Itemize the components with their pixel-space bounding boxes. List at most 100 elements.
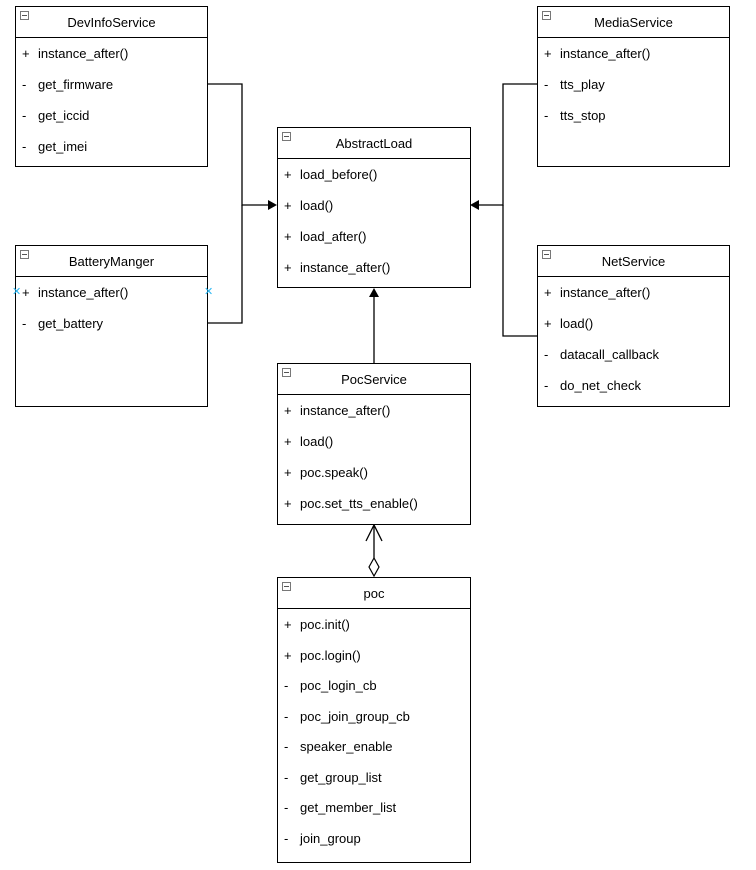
- member-name: load(): [300, 434, 334, 449]
- visibility-marker: +: [544, 46, 552, 61]
- class-title: BatteryManger: [68, 254, 155, 269]
- member-name: instance_after(): [300, 260, 391, 275]
- member-row[interactable]: + poc.set_tts_enable(): [278, 494, 470, 514]
- member-row[interactable]: -get_group_list: [278, 768, 470, 788]
- visibility-marker: +: [544, 316, 552, 331]
- member-row[interactable]: -tts_stop: [538, 106, 729, 126]
- collapse-icon[interactable]: [282, 132, 291, 141]
- collapse-icon[interactable]: [282, 368, 291, 377]
- member-row[interactable]: -join_group: [278, 829, 470, 849]
- class-title: DevInfoService: [67, 15, 156, 30]
- member-row[interactable]: +instance_after(): [16, 283, 207, 303]
- edge-battery-to-abstractload[interactable]: [207, 205, 243, 324]
- visibility-marker: -: [544, 378, 549, 393]
- class-title: poc: [363, 586, 385, 601]
- visibility-marker: -: [22, 139, 27, 154]
- member-name: speaker_enable: [300, 739, 393, 754]
- arrowhead-right-icon: [470, 200, 479, 210]
- class-title: MediaService: [594, 15, 673, 30]
- member-row[interactable]: +poc.speak(): [278, 463, 470, 483]
- member-row[interactable]: +poc.login(): [278, 646, 470, 666]
- member-row[interactable]: -get_imei: [16, 137, 207, 157]
- class-batterymanger[interactable]: BatteryManger +instance_after() -get_batt…: [15, 245, 208, 407]
- member-row[interactable]: + load_before(): [278, 165, 470, 185]
- visibility-marker: -: [284, 830, 289, 846]
- visibility-marker: +: [284, 198, 292, 213]
- visibility-marker: -: [544, 347, 549, 362]
- member-row[interactable]: -get_member_list: [278, 798, 470, 818]
- visibility-marker: +: [284, 496, 292, 511]
- member-name: poc.set_tts_enable(): [300, 496, 418, 511]
- class-abstractload[interactable]: AbstractLoad +load_before()+load()+load_…: [277, 127, 471, 288]
- member-name: load_after(): [300, 229, 367, 244]
- visibility-marker: -: [22, 316, 27, 331]
- visibility-marker: +: [22, 285, 30, 300]
- class-title: PocService: [341, 372, 407, 387]
- member-row[interactable]: + load(): [278, 432, 470, 452]
- member-row[interactable]: -get_firmware: [16, 75, 207, 95]
- member-row[interactable]: +instance_after(): [16, 44, 207, 64]
- member-name: poc.init(): [300, 617, 350, 632]
- member-name: load_before(): [300, 167, 378, 182]
- visibility-marker: +: [284, 167, 292, 182]
- class-pocservice[interactable]: PocService +instance_after()+load()+poc.…: [277, 363, 471, 525]
- class-title: AbstractLoad: [335, 136, 413, 151]
- visibility-marker: +: [284, 465, 292, 480]
- collapse-icon[interactable]: [542, 250, 551, 259]
- visibility-marker: -: [284, 769, 289, 785]
- member-row[interactable]: -tts_play: [538, 75, 729, 95]
- member-name: join_group: [300, 830, 361, 846]
- member-name: instance_after(): [560, 285, 651, 300]
- member-name: poc.login(): [300, 647, 361, 663]
- member-row[interactable]: -speaker_enable: [278, 737, 470, 757]
- member-name: do_net_check: [560, 378, 641, 393]
- member-name: instance_after(): [38, 46, 129, 61]
- collapse-icon[interactable]: [20, 11, 29, 20]
- collapse-icon[interactable]: [282, 582, 291, 591]
- member-row[interactable]: -poc_login_cb: [278, 676, 470, 696]
- collapse-icon[interactable]: [20, 250, 29, 259]
- class-poc[interactable]: poc + poc.init() +poc.login() -poc_login_cb…: [277, 577, 471, 863]
- visibility-marker: +: [284, 403, 292, 418]
- member-row[interactable]: -get_iccid: [16, 106, 207, 126]
- class-title: NetService: [601, 254, 666, 269]
- visibility-marker: -: [22, 77, 27, 92]
- visibility-marker: +: [284, 617, 292, 632]
- member-name: instance_after(): [560, 46, 651, 61]
- member-name: get_member_list: [300, 800, 397, 815]
- member-row[interactable]: -datacall_callback: [538, 345, 729, 365]
- member-name: datacall_callback: [560, 347, 660, 362]
- member-row[interactable]: + instance_after(): [538, 44, 729, 64]
- selection-handle-right-icon[interactable]: ✕: [204, 286, 214, 298]
- member-row[interactable]: + poc.init(): [278, 615, 470, 635]
- visibility-marker: -: [284, 708, 289, 724]
- member-row[interactable]: -poc_join_group_cb: [278, 707, 470, 727]
- visibility-marker: +: [284, 260, 292, 275]
- edge-devinfo-to-abstractload[interactable]: [207, 83, 270, 206]
- edge-net-to-abstractload[interactable]: [502, 205, 537, 337]
- visibility-marker: +: [544, 285, 552, 300]
- member-row[interactable]: -get_battery: [16, 314, 207, 334]
- member-row[interactable]: +load_after(): [278, 227, 470, 247]
- visibility-marker: -: [284, 800, 289, 815]
- visibility-marker: +: [284, 434, 292, 449]
- class-mediaservice[interactable]: MediaService +instance_after()-tts_play-…: [537, 6, 730, 167]
- member-name: poc_join_group_cb: [300, 708, 410, 724]
- class-devinfoservice[interactable]: DevInfoService +instance_after() -get_fir…: [15, 6, 208, 167]
- member-row[interactable]: +instance_after(): [278, 401, 470, 421]
- visibility-marker: -: [544, 77, 549, 92]
- member-row[interactable]: + load(): [538, 314, 729, 334]
- collapse-icon[interactable]: [542, 11, 551, 20]
- member-row[interactable]: + instance_after(): [278, 258, 470, 278]
- member-name: tts_stop: [560, 108, 606, 123]
- member-name: get_group_list: [300, 769, 382, 785]
- member-row[interactable]: +load(): [278, 196, 470, 216]
- edge-media-to-abstractload[interactable]: [477, 83, 537, 206]
- member-row[interactable]: -do_net_check: [538, 376, 729, 396]
- visibility-marker: -: [544, 108, 549, 123]
- member-name: load(): [560, 316, 594, 331]
- class-netservice[interactable]: NetService +instance_after()+load()-data…: [537, 245, 730, 407]
- selection-handle-left-icon[interactable]: ✕: [12, 286, 22, 298]
- member-row[interactable]: + instance_after(): [538, 283, 729, 303]
